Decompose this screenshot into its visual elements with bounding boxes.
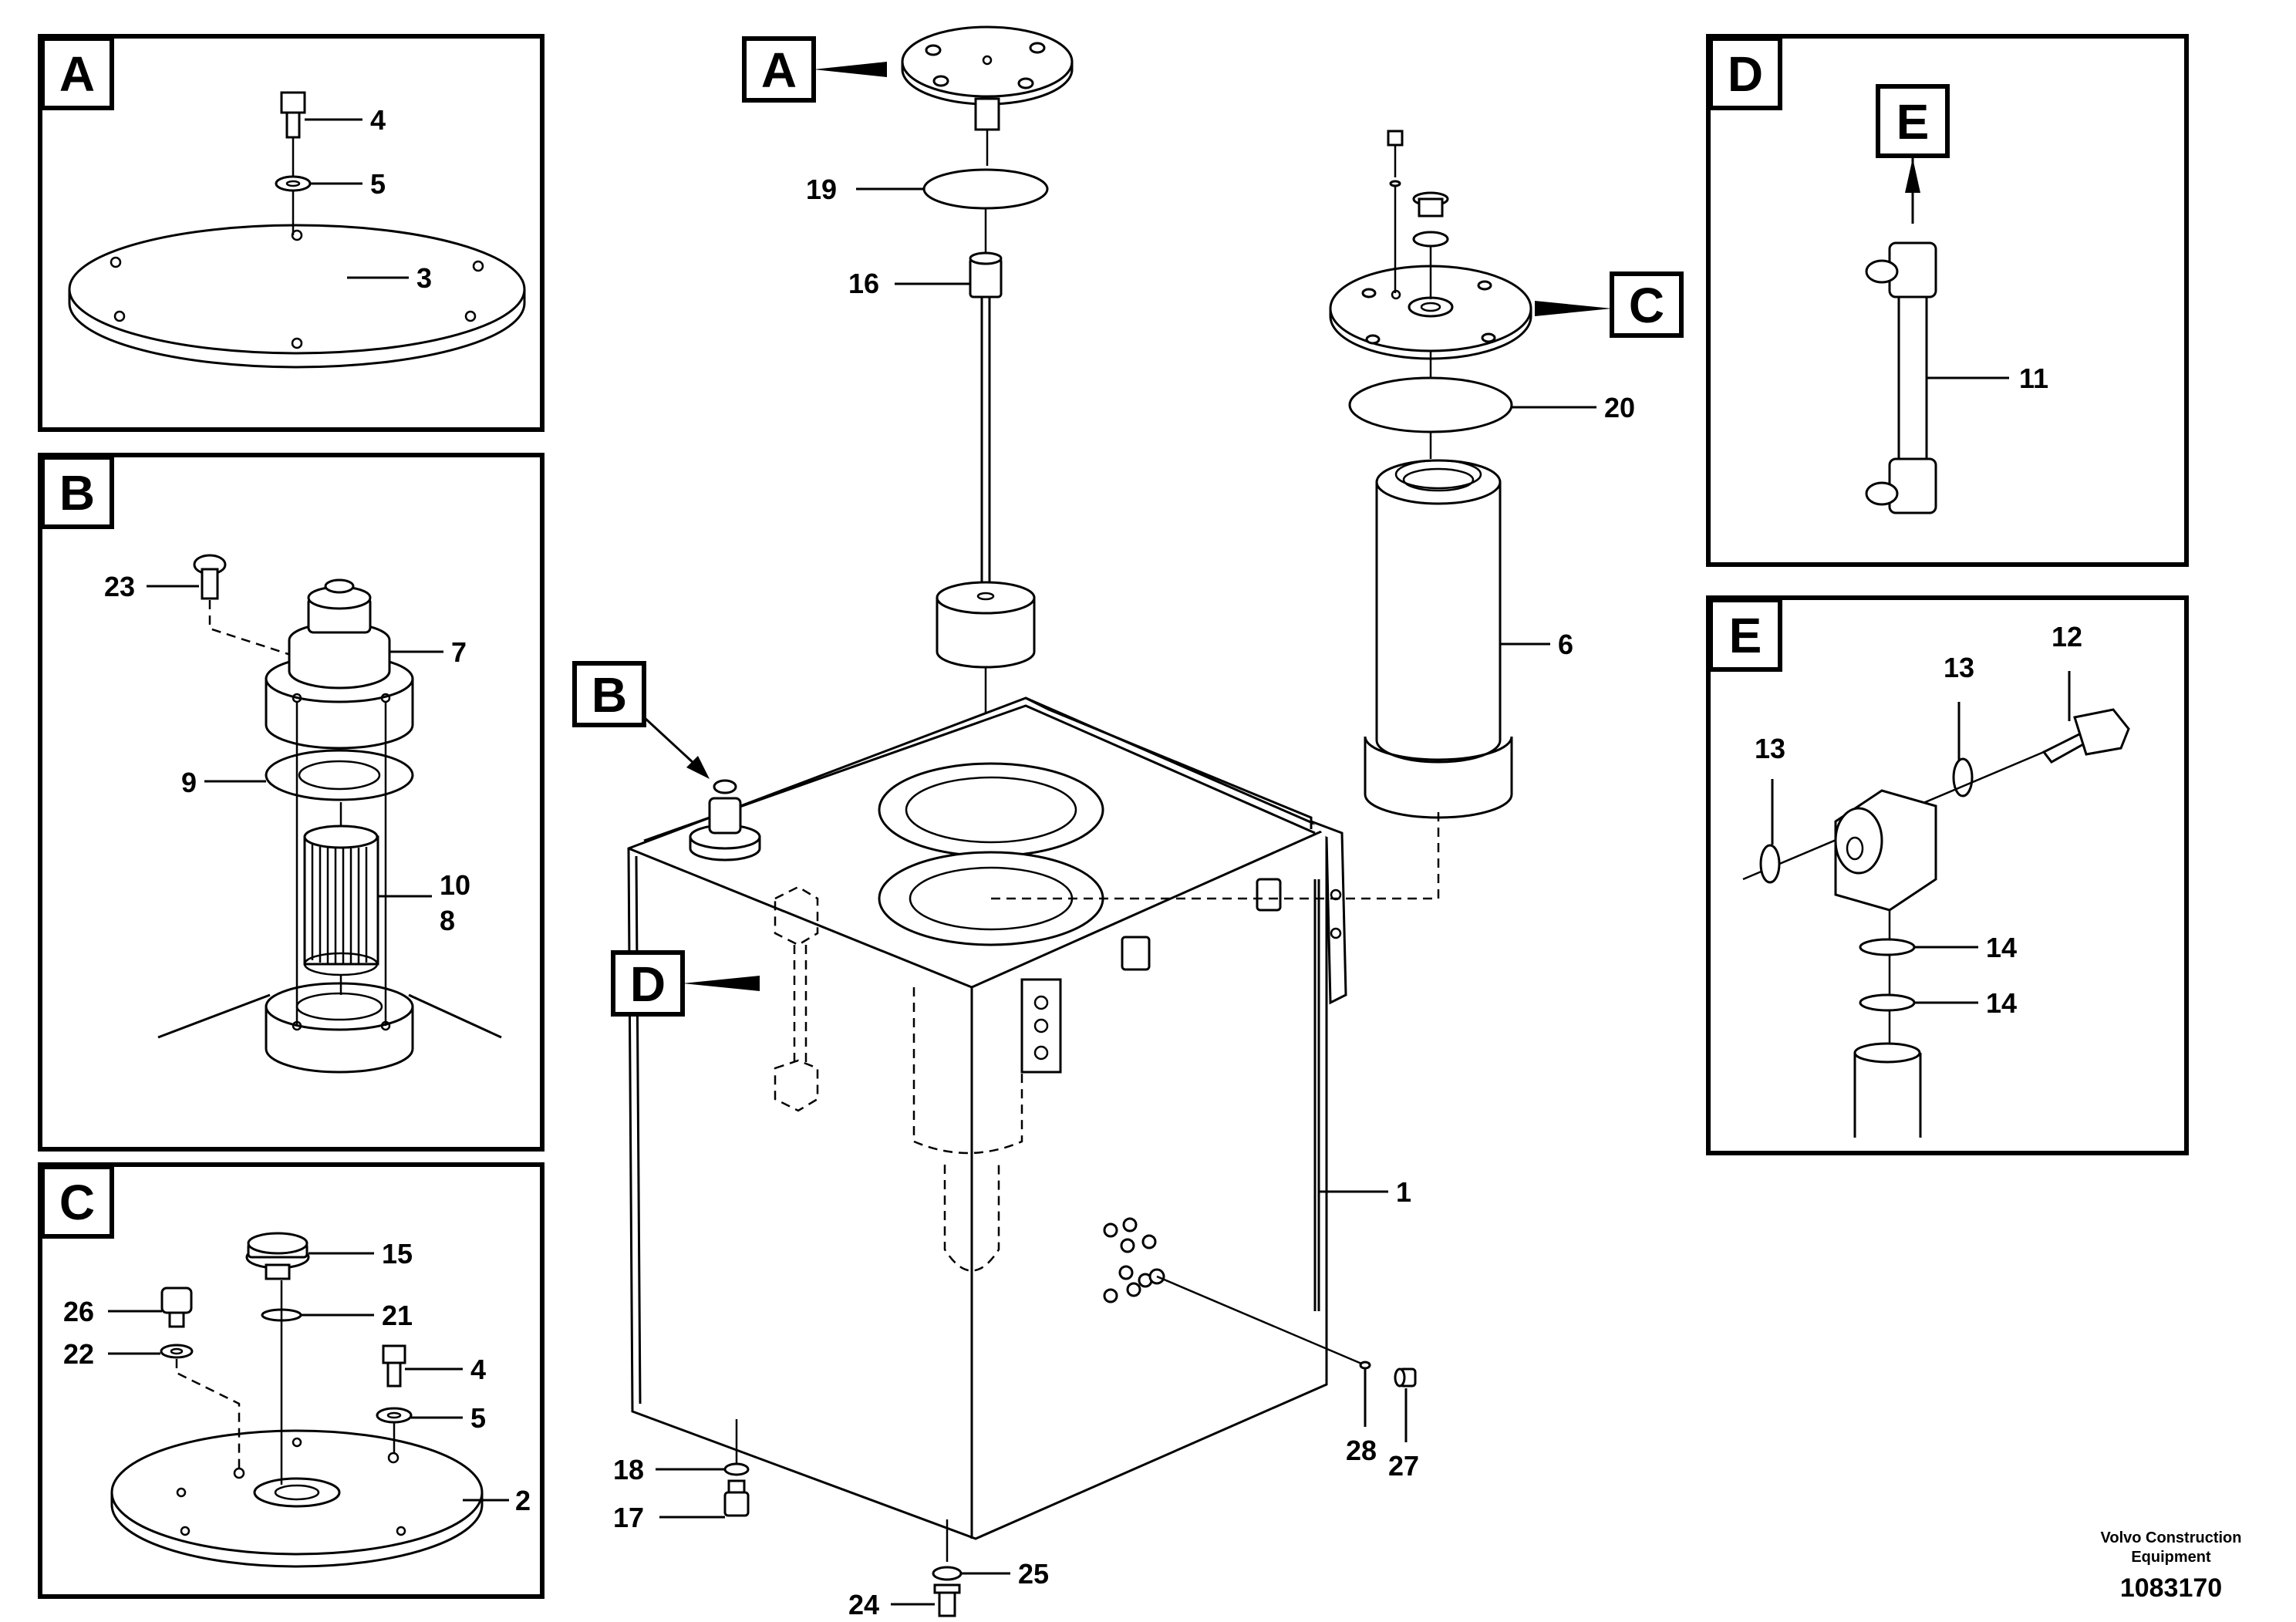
callout-b: B xyxy=(572,661,710,779)
filter-base-flange xyxy=(157,982,502,1074)
part-label-5-c: 5 xyxy=(470,1402,486,1434)
hydraulic-tank xyxy=(627,696,1347,1540)
part-label-17: 17 xyxy=(613,1502,644,1533)
sealing-washer xyxy=(1952,757,1974,798)
filter-element xyxy=(303,824,379,976)
bottom-bolt xyxy=(933,1583,961,1617)
filter-o-ring xyxy=(1348,376,1513,433)
drain-seal xyxy=(1359,1361,1371,1370)
cover-o-ring xyxy=(922,168,1049,210)
part-label-22: 22 xyxy=(63,1338,94,1370)
part-label-23: 23 xyxy=(104,571,135,602)
part-label-5: 5 xyxy=(370,168,386,200)
callout-d-tag: D xyxy=(630,956,666,1012)
part-label-28: 28 xyxy=(1346,1435,1377,1466)
bolt xyxy=(280,91,306,177)
part-label-6: 6 xyxy=(1558,629,1573,660)
callout-a: A xyxy=(742,36,887,103)
drain-plug xyxy=(1394,1367,1417,1388)
cover-bolt xyxy=(376,1344,413,1454)
banjo-bolt xyxy=(2041,708,2130,764)
cover-plate xyxy=(68,224,526,369)
callout-d: D xyxy=(611,950,760,1017)
callout-c-tag: C xyxy=(1629,278,1664,333)
detail-frame-d: D E 11 xyxy=(1706,34,2189,567)
part-label-4-c: 4 xyxy=(470,1354,486,1385)
part-label-11: 11 xyxy=(2019,363,2048,394)
detail-c-tag: C xyxy=(59,1175,95,1230)
callout-c: C xyxy=(1535,271,1684,338)
arrow-icon xyxy=(1535,301,1612,316)
detail-d-e-tag: E xyxy=(1896,94,1930,150)
level-sensor xyxy=(969,251,1003,586)
internal-filter-outline xyxy=(912,987,1023,1155)
part-label-9: 9 xyxy=(181,767,197,798)
gauge-tube xyxy=(1853,1053,1922,1138)
part-label-4: 4 xyxy=(370,104,386,136)
part-label-8: 8 xyxy=(440,905,455,936)
part-label-19: 19 xyxy=(806,174,837,205)
detail-b-tag: B xyxy=(59,465,95,521)
banjo-fitting xyxy=(1834,789,1937,912)
part-label-26: 26 xyxy=(63,1296,94,1327)
gauge-cover xyxy=(901,25,1074,131)
breather-housing xyxy=(265,578,414,750)
detail-frame-b: B 23 7 9 xyxy=(38,453,544,1152)
detail-frame-c: C 2 15 21 xyxy=(38,1162,544,1599)
filler-plug xyxy=(245,1232,310,1280)
part-label-27: 27 xyxy=(1388,1450,1419,1482)
internal-gauge-lower xyxy=(774,1059,819,1112)
part-label-21: 21 xyxy=(382,1300,413,1331)
washer-14-a xyxy=(1859,938,1916,956)
arrow-icon xyxy=(686,756,710,779)
part-label-16: 16 xyxy=(848,268,879,299)
washer xyxy=(275,175,312,235)
part-label-25: 25 xyxy=(1018,1558,1049,1590)
callout-a-tag: A xyxy=(761,42,797,98)
part-label-3: 3 xyxy=(416,262,432,294)
part-label-13-a: 13 xyxy=(1944,652,1974,683)
callout-b-tag: B xyxy=(592,667,627,723)
drain-valve xyxy=(723,1479,750,1517)
part-label-20: 20 xyxy=(1604,392,1635,423)
sight-gauge xyxy=(1865,241,1937,514)
arrow-icon xyxy=(683,976,760,991)
brand-line-2: Equipment xyxy=(2131,1549,2211,1566)
screw xyxy=(193,554,227,600)
internal-gauge-upper xyxy=(774,885,819,946)
float xyxy=(936,581,1036,669)
arrow-icon xyxy=(814,62,887,77)
part-label-18: 18 xyxy=(613,1454,644,1485)
part-label-14-a: 14 xyxy=(1986,932,2017,963)
detail-e-tag: E xyxy=(1729,608,1762,663)
part-label-24: 24 xyxy=(848,1589,879,1620)
part-label-12: 12 xyxy=(2052,621,2082,653)
document-number: 1083170 xyxy=(2120,1573,2222,1603)
drain-o-ring xyxy=(723,1462,750,1476)
part-label-7: 7 xyxy=(451,636,467,668)
part-label-14-b: 14 xyxy=(1986,987,2017,1019)
detail-d-tag: D xyxy=(1728,46,1763,102)
part-label-1: 1 xyxy=(1396,1176,1411,1208)
part-label-10: 10 xyxy=(440,869,470,901)
return-filter-canister xyxy=(1364,459,1513,819)
brand-line-1: Volvo Construction xyxy=(2101,1529,2242,1546)
sealing-washer-left xyxy=(1759,844,1781,884)
filter-cover-plate xyxy=(110,1429,484,1568)
detail-frame-e: E 12 13 13 14 14 xyxy=(1706,595,2189,1155)
return-filter-plug xyxy=(1387,130,1449,299)
part-label-15: 15 xyxy=(382,1238,413,1270)
part-label-13-b: 13 xyxy=(1755,733,1785,764)
detail-a-tag: A xyxy=(59,46,95,102)
gasket xyxy=(265,749,414,801)
part-label-2: 2 xyxy=(515,1485,531,1516)
detail-frame-a: A 4 5 3 xyxy=(38,34,544,432)
washer-14-b xyxy=(1859,993,1916,1012)
plug-bolt xyxy=(160,1286,194,1359)
bottom-washer xyxy=(932,1566,963,1581)
